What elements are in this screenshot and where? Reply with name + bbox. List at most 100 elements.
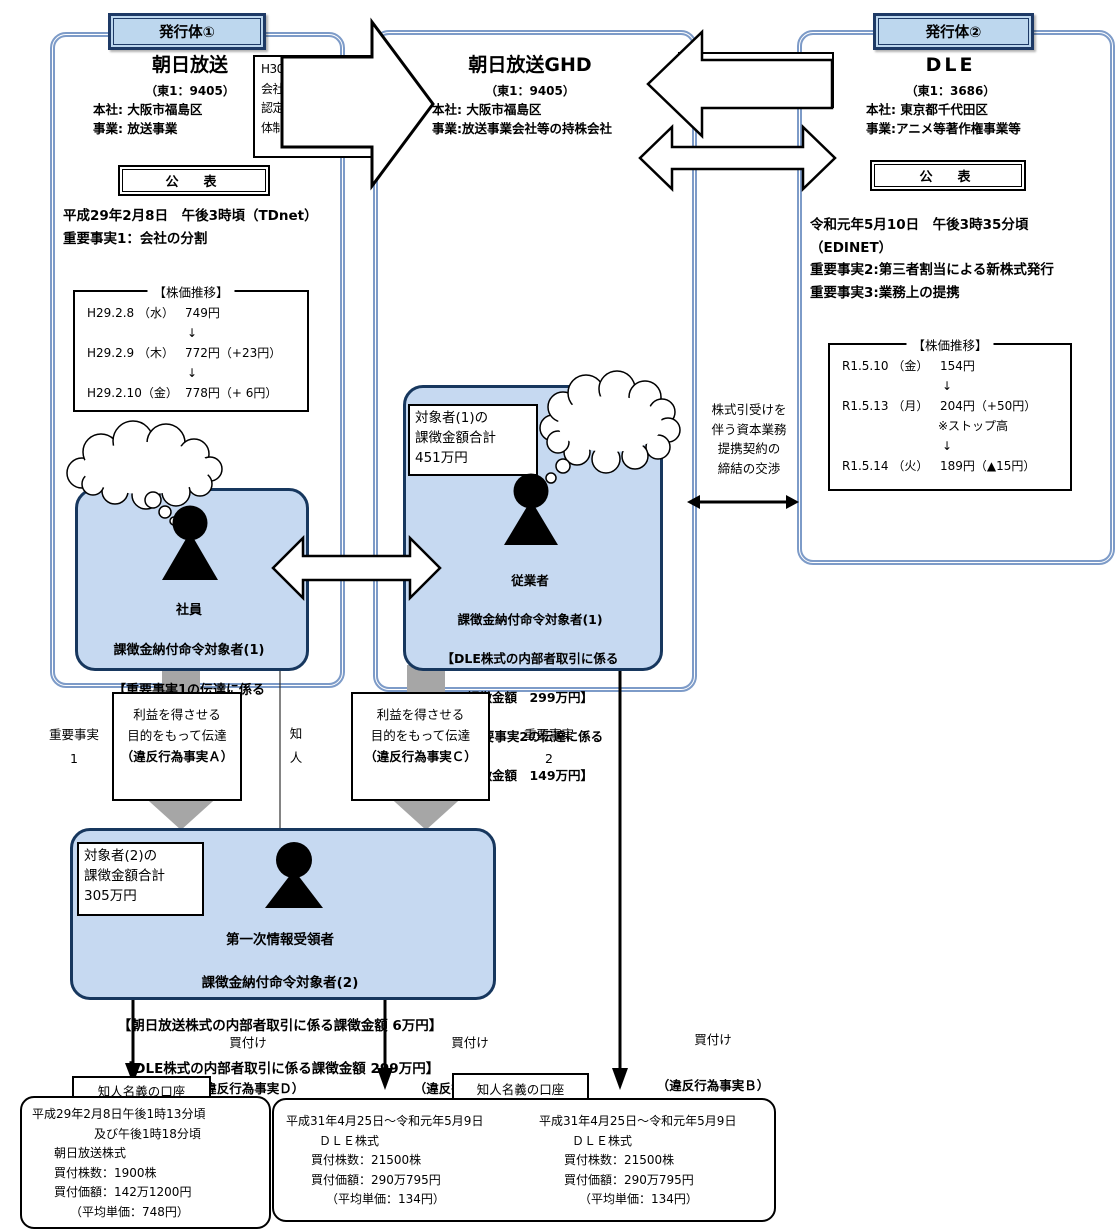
recipient-text: 第一次情報受領者 課徴金納付命令対象者(2) 【朝日放送株式の内部者取引に係る課… <box>70 908 490 1102</box>
fact2-label: 重要事実 2 <box>523 727 574 766</box>
negotiation-double-arrow <box>687 495 799 509</box>
price-date: H29.2.10（金） <box>87 386 178 400</box>
trade-box-abc: 平成29年2月8日午後1時13分頃 及び午後1時18分頃 朝日放送株式 買付株数… <box>20 1096 271 1229</box>
price-date: H29.2.8 （水） <box>87 306 175 320</box>
holding-ticker: （東1：9405） <box>485 84 575 98</box>
employee2-penalty-line1: 【DLE株式の内部者取引に係る <box>441 650 619 666</box>
trade-dle2-stock: ＤＬＥ株式 <box>572 1133 633 1148</box>
issuer1-tab: 発行体① <box>108 13 266 50</box>
recipient-order: 課徴金納付命令対象者(2) <box>201 974 359 991</box>
down-arrow: ↓ <box>187 326 198 340</box>
issuer2-disclosure-label: 公 表 <box>874 164 1022 187</box>
trade-dle-left: 平成31年4月25日～令和元年5月9日 ＤＬＥ株式 買付株数：21500株 買付… <box>274 1112 524 1210</box>
stop-high-note: ※ストップ高 <box>938 419 1009 433</box>
issuer2-announce-date: 令和元年5月10日 午後3時35分頃 <box>810 217 1029 233</box>
trade-dle2-avg: （平均単価：134円） <box>579 1192 698 1206</box>
holding-name: 朝日放送GHD <box>468 54 592 76</box>
buy-d-fact: （違反行為事実Ｄ） <box>191 1081 305 1096</box>
trade-dle1-period: 平成31年4月25日～令和元年5月9日 <box>286 1114 484 1128</box>
trade-abc-period1: 平成29年2月8日午後1時13分頃 <box>32 1107 206 1121</box>
issuer2-announce-fact2: 重要事実2:第三者割当による新株式発行 <box>810 262 1054 278</box>
employee1-thought-text: 重要事実1を 職務に関し知った <box>100 439 192 470</box>
employee2-role: 従業者 <box>511 572 549 588</box>
buy-b-fact: （違反行為事実Ｂ） <box>656 1078 770 1093</box>
trade-dle1-stock: ＤＬＥ株式 <box>319 1133 380 1148</box>
trade-dle-right: 平成31年4月25日～令和元年5月9日 ＤＬＥ株式 買付株数：21500株 買付… <box>527 1112 774 1210</box>
recipient-role: 第一次情報受領者 <box>226 931 334 948</box>
trade-abc-period2: 及び午後1時18分頃 <box>94 1126 201 1141</box>
same-person-label: 同一人物 <box>329 560 384 576</box>
price-value: 749円 <box>185 306 220 320</box>
recipient-total-box: 対象者(2)の 課徴金額合計 305万円 <box>77 842 204 916</box>
employee1-role: 社員 <box>175 603 202 618</box>
down-arrow: ↓ <box>187 366 198 380</box>
trade-abc-amount: 買付価額：142万1200円 <box>54 1185 192 1199</box>
price-value: 204円（+50円） <box>940 399 1037 413</box>
issuer2-tab-label: 発行体② <box>878 18 1029 45</box>
convey-c-line2: 目的をもって伝達 <box>370 728 471 743</box>
issuer1-price-trend-box: 【株価推移】 H29.2.8 （水） 749円 ↓ H29.2.9 （木） 772円… <box>73 282 309 412</box>
issuer1-hq: 本社: 大阪市福島区 <box>93 102 203 117</box>
employee2-penalty-line3: 【重要事実2の伝達に係る <box>456 728 604 744</box>
trade-dle2-shares: 買付株数：21500株 <box>564 1153 675 1167</box>
convey-a-line2: 目的をもって伝達 <box>127 728 227 743</box>
issuer1-name: 朝日放送 <box>151 54 228 76</box>
recipient-penalty-line2: 【DLE株式の内部者取引に係る課徴金額 299万円】 <box>120 1060 440 1077</box>
price-date: R1.5.10 （金） <box>842 359 929 373</box>
buy-d-label: 買付け （違反行為事実Ｄ） <box>178 1008 318 1123</box>
buy-e-title: 買付け <box>451 1035 489 1050</box>
acquaintance-label: 知 人 <box>289 726 303 765</box>
price-row: H29.2.9 （木） 772円（+23円） <box>75 343 307 363</box>
holding-biz: 事業:放送事業会社等の持株会社 <box>432 121 612 136</box>
alliance-label: 業務上の提携 <box>699 152 775 167</box>
price-value: 772円（+23円） <box>185 346 282 360</box>
price-value: 154円 <box>940 359 975 373</box>
price-row: R1.5.13 （月） 204円（+50円） <box>830 396 1070 416</box>
issuer2-disclosure-box: 公 表 <box>870 160 1026 191</box>
issuer2-tab: 発行体② <box>873 13 1034 50</box>
split-note-box: H30.4 会社の分割により 認定放送持株会社 体制へ <box>253 55 381 158</box>
issuer1-biz: 事業: 放送事業 <box>93 121 178 136</box>
employee2-order: 課徴金納付命令対象者(1) <box>457 611 603 627</box>
fact1-label: 重要事実 1 <box>48 727 99 766</box>
new-shares-label: 第三者割当による新 株式発行 <box>678 52 834 108</box>
price-date: H29.2.9 （木） <box>87 346 175 360</box>
price-value: 778円（+ 6円） <box>185 386 278 400</box>
buy-d-title: 買付け <box>229 1035 267 1050</box>
recipient-penalty-line1: 【朝日放送株式の内部者取引に係る課徴金額 6万円】 <box>117 1017 443 1034</box>
trade-abc-avg: （平均単価：748円） <box>70 1204 189 1219</box>
issuer2-name: DLE <box>925 54 976 76</box>
price-date: R1.5.13 （月） <box>842 399 929 413</box>
price-row: R1.5.14 （火）189円（▲15円） <box>830 456 1070 476</box>
convey-a-line1: 利益を得させる <box>133 707 221 722</box>
buy-b-label: 買付け （違反行為事実Ｂ） <box>643 1005 783 1120</box>
trade-abc-stock: 朝日放送株式 <box>54 1146 127 1160</box>
issuer1-disclosure-box: 公 表 <box>118 165 270 196</box>
down-arrow: ↓ <box>942 379 953 393</box>
issuer1-announce-date: 平成29年2月8日 午後3時頃（TDnet） <box>63 208 318 224</box>
buy-b-title: 買付け <box>694 1032 732 1047</box>
trade-box-dle: 平成31年4月25日～令和元年5月9日 ＤＬＥ株式 買付株数：21500株 買付… <box>272 1098 776 1222</box>
trade-dle1-shares: 買付株数：21500株 <box>311 1153 422 1167</box>
issuer2-announce-src: （EDINET） <box>810 240 893 256</box>
trade-dle2-period: 平成31年4月25日～令和元年5月9日 <box>539 1114 737 1128</box>
convey-c-line1: 利益を得させる <box>376 707 465 722</box>
issuer2-price-trend-box: 【株価推移】 R1.5.10 （金） 154円 ↓ R1.5.13 （月） 204円… <box>828 335 1072 491</box>
price-row: R1.5.10 （金） 154円 <box>830 356 1070 376</box>
convey-c-line3: （違反行為事実Ｃ） <box>364 749 477 764</box>
issuer2-price-trend-title: 【株価推移】 <box>906 335 994 354</box>
issuer2-hq: 本社: 東京都千代田区 <box>866 102 988 117</box>
issuer1-disclosure-label: 公 表 <box>122 169 266 192</box>
price-row: H29.2.10（金） 778円（+ 6円） <box>75 383 307 403</box>
issuer1-price-trend-title: 【株価推移】 <box>147 282 235 301</box>
down-arrow: ↓ <box>942 439 953 453</box>
trade-dle1-avg: （平均単価：134円） <box>326 1192 445 1206</box>
convey-a-line3: （違反行為事実Ａ） <box>120 749 234 764</box>
price-date: R1.5.14 （火） <box>842 459 929 473</box>
negotiation-note: 株式引受けを 伴う資本業務 提携契約の 締結の交渉 <box>711 402 787 476</box>
price-row: H29.2.8 （水） 749円 <box>75 303 307 323</box>
employee1-order: 課徴金納付命令対象者(1) <box>113 643 265 658</box>
trade-dle1-amount: 買付価額：290万795円 <box>311 1172 441 1187</box>
issuer2-biz: 事業:アニメ等著作権事業等 <box>866 121 1021 136</box>
